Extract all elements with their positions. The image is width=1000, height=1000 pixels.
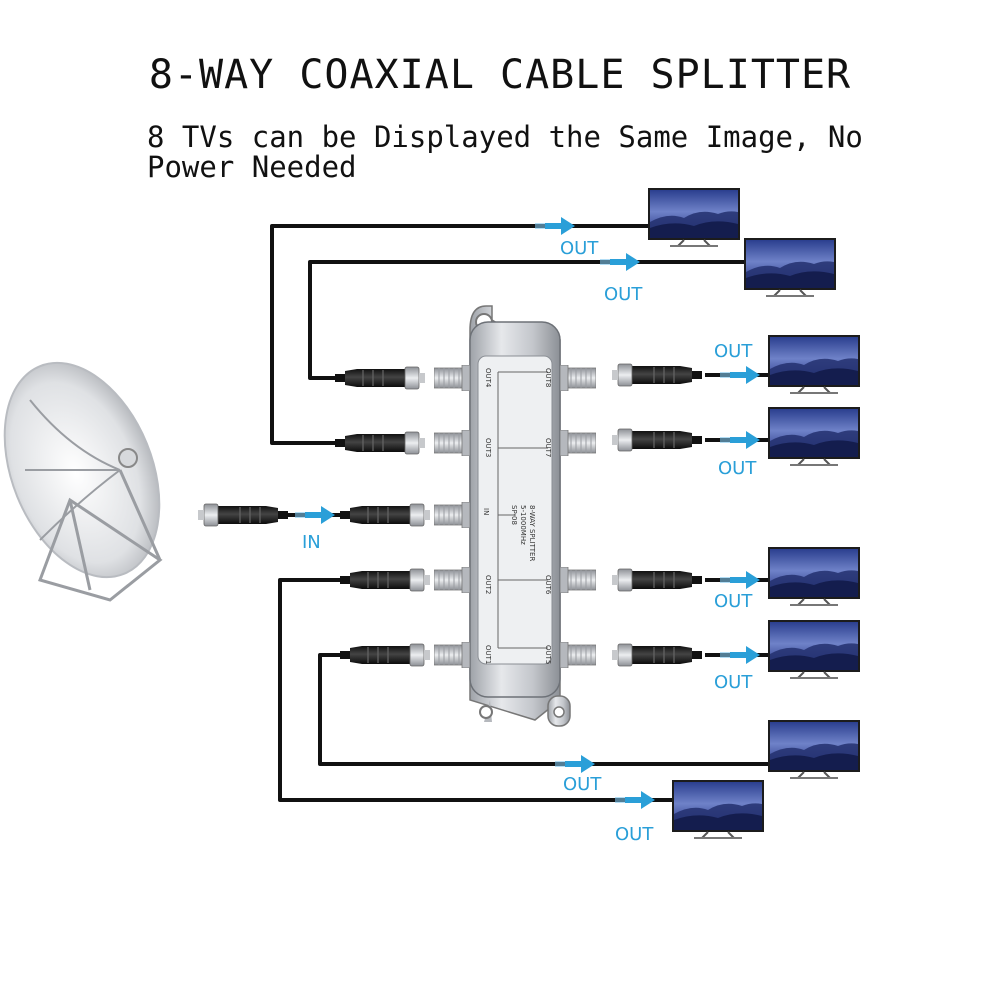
- out-label: OUT: [714, 341, 753, 362]
- port-out3-icon: [434, 430, 470, 456]
- coax-connector-icon: [612, 363, 702, 387]
- port-label-out1: OUT1: [484, 645, 492, 664]
- arrow-right-icon: [720, 366, 760, 384]
- cable-out3-to-tv1: [270, 224, 650, 445]
- cable-out4-to-tv2: [308, 260, 748, 380]
- port-label-out2: OUT2: [484, 575, 492, 594]
- coax-connector-icon: [340, 503, 430, 527]
- out-label: OUT: [714, 591, 753, 612]
- tv-icon: [744, 238, 836, 298]
- coax-connector-icon: [612, 428, 702, 452]
- out-label: OUT: [563, 774, 602, 795]
- port-label-out5: OUT5: [544, 645, 552, 664]
- port-label-out4: OUT4: [484, 368, 492, 388]
- port-label-out8: OUT8: [544, 368, 552, 387]
- port-out8-icon: [560, 365, 596, 391]
- arrow-right-icon: [600, 253, 640, 271]
- out-label: OUT: [615, 824, 654, 845]
- port-out5-icon: [560, 642, 596, 668]
- tv-icon: [768, 720, 860, 780]
- satellite-dish-icon: [3, 361, 163, 602]
- page-title: 8-WAY COAXIAL CABLE SPLITTER: [148, 52, 852, 98]
- arrow-right-icon: [615, 791, 655, 809]
- tv-icon: [768, 547, 860, 607]
- tv-icon: [672, 780, 764, 840]
- tv-icon: [768, 335, 860, 395]
- port-label-out7: OUT7: [544, 438, 552, 457]
- tv-icon: [768, 407, 860, 467]
- port-label-out6: OUT6: [544, 575, 552, 595]
- tv-icon: [768, 620, 860, 680]
- port-label-out3: OUT3: [484, 438, 492, 457]
- splitter-frequency: 5-1000MHz: [519, 505, 527, 545]
- page-subtitle: 8 TVs can be Displayed the Same Image, N…: [147, 120, 863, 184]
- out-label: OUT: [560, 238, 599, 259]
- coax-connector-icon: [612, 643, 702, 667]
- arrow-right-icon: [535, 217, 575, 235]
- out-label: OUT: [714, 672, 753, 693]
- out-label: OUT: [718, 458, 757, 479]
- coax-connector-icon: [340, 643, 430, 667]
- port-out1-icon: [434, 642, 470, 668]
- arrow-right-icon: [720, 646, 760, 664]
- arrow-right-icon: [555, 755, 595, 773]
- coax-connector-icon: [340, 568, 430, 592]
- splitter-model: SP-08: [510, 505, 518, 525]
- cable-out2-to-tv8: [278, 578, 672, 802]
- splitter-device: SP-08 5-1000MHz 8-WAY SPLITTER IN OUT4 O…: [469, 305, 571, 727]
- out-label: OUT: [604, 284, 643, 305]
- cable-out1-to-tv7: [318, 653, 770, 766]
- arrow-right-icon: [295, 506, 335, 524]
- arrow-right-icon: [720, 571, 760, 589]
- port-out6-icon: [560, 567, 596, 593]
- tv-icon: [648, 188, 740, 248]
- coax-connector-icon: [612, 568, 702, 592]
- port-out2-icon: [434, 567, 470, 593]
- port-in-icon: [434, 502, 470, 528]
- coax-connector-icon: [198, 503, 288, 527]
- in-label: IN: [302, 532, 321, 553]
- arrow-right-icon: [720, 431, 760, 449]
- splitter-port-in: IN: [482, 508, 490, 515]
- port-out7-icon: [560, 430, 596, 456]
- splitter-name: 8-WAY SPLITTER: [528, 505, 536, 561]
- port-out4-icon: [434, 365, 470, 391]
- coax-connector-icon: [335, 366, 425, 390]
- coax-connector-icon: [335, 431, 425, 455]
